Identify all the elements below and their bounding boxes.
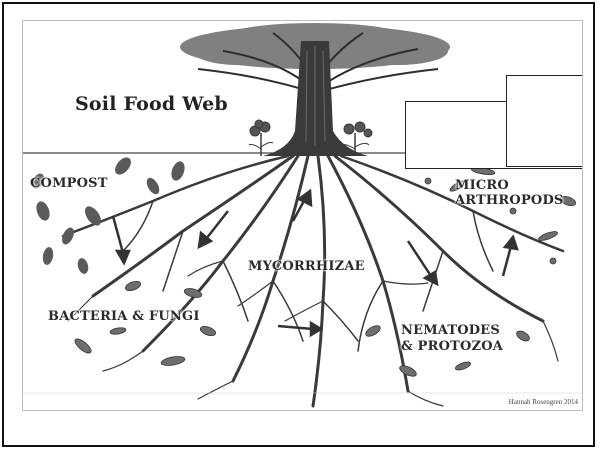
compost-leaves	[30, 154, 187, 275]
plant-left	[249, 120, 273, 156]
label-bacteria-fungi: BACTERIA & FUNGI	[48, 309, 200, 324]
artist-credit: Hannah Rosengren 2014	[509, 398, 578, 406]
label-mycorrhizae: MYCORRHIZAE	[248, 259, 365, 274]
soil-food-web-illustration: Soil Food Web COMPOST MICRO ARTHROPODS M…	[22, 20, 583, 411]
diagram-title: Soil Food Web	[75, 93, 228, 115]
label-compost: COMPOST	[30, 176, 108, 191]
label-micro-arthropods: MICRO ARTHROPODS	[455, 178, 564, 208]
redaction-box	[506, 75, 583, 167]
label-nematodes-protozoa: NEMATODES & PROTOZOA	[401, 323, 503, 355]
